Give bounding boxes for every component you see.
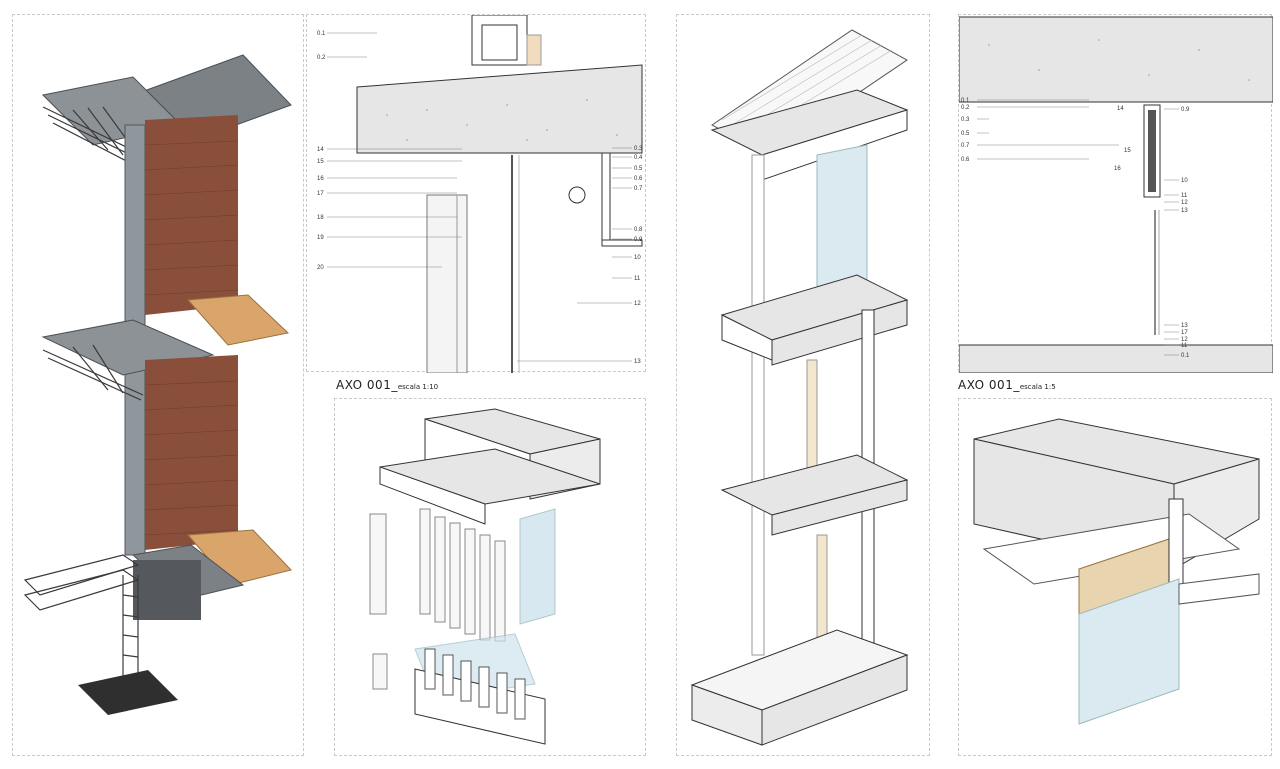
svg-text:17: 17 bbox=[1181, 330, 1188, 336]
facade-render-drawing bbox=[23, 54, 292, 715]
panel-exploded-axo bbox=[334, 398, 646, 756]
svg-text:14: 14 bbox=[317, 147, 324, 153]
svg-text:0.1: 0.1 bbox=[961, 98, 970, 104]
caption-axo-1-10-scale: escala 1:10 bbox=[397, 383, 439, 391]
svg-text:0.7: 0.7 bbox=[961, 143, 970, 149]
svg-text:13: 13 bbox=[1181, 323, 1188, 329]
svg-text:16: 16 bbox=[317, 176, 324, 182]
tall-axo-drawing bbox=[690, 29, 909, 746]
svg-text:11: 11 bbox=[1181, 343, 1188, 349]
svg-text:0.9: 0.9 bbox=[634, 237, 643, 243]
svg-text:11: 11 bbox=[1181, 193, 1188, 199]
svg-text:0.6: 0.6 bbox=[634, 176, 643, 182]
section-1-10-right-labels: 0.3 0.4 0.5 0.6 0.7 0.8 0.9 10 11 12 13 bbox=[634, 146, 643, 365]
panel-facade-render bbox=[12, 14, 304, 756]
section-1-5-left-labels: 0.1 0.2 0.3 0.5 0.7 0.6 bbox=[961, 98, 970, 163]
svg-text:15: 15 bbox=[317, 159, 324, 165]
panel-tall-axo bbox=[676, 14, 930, 756]
svg-text:14: 14 bbox=[1117, 106, 1124, 112]
svg-text:0.9: 0.9 bbox=[1181, 107, 1190, 113]
svg-text:11: 11 bbox=[634, 276, 641, 282]
svg-text:0.2: 0.2 bbox=[961, 105, 970, 111]
svg-text:0.1: 0.1 bbox=[317, 31, 326, 37]
svg-text:19: 19 bbox=[317, 235, 324, 241]
svg-text:20: 20 bbox=[317, 265, 324, 271]
svg-text:12: 12 bbox=[1181, 337, 1188, 343]
foundation-rebar bbox=[23, 554, 140, 683]
svg-text:0.5: 0.5 bbox=[961, 131, 970, 137]
section-1-5-right-labels: 0.9 10 11 12 13 bbox=[1181, 107, 1190, 214]
svg-text:0.8: 0.8 bbox=[634, 227, 643, 233]
svg-text:0.3: 0.3 bbox=[961, 117, 970, 123]
svg-text:13: 13 bbox=[1181, 208, 1188, 214]
section-1-5-drawing: 0.1 0.2 0.3 0.5 0.7 0.6 14 15 16 0.9 10 … bbox=[959, 16, 1273, 373]
panel-section-1-10: 0.1 0.2 14 15 16 17 18 19 20 0.3 0.4 0.5… bbox=[306, 14, 646, 373]
svg-text:0.6: 0.6 bbox=[961, 157, 970, 163]
caption-axo-1-10: AXO 001_escala 1:10 bbox=[336, 378, 438, 392]
svg-text:16: 16 bbox=[1114, 166, 1121, 172]
svg-text:0.5: 0.5 bbox=[634, 166, 643, 172]
section-1-10-left-labels: 0.1 0.2 14 15 16 17 18 19 20 bbox=[317, 31, 326, 271]
svg-text:0.2: 0.2 bbox=[317, 55, 326, 61]
svg-text:0.7: 0.7 bbox=[634, 186, 643, 192]
svg-text:12: 12 bbox=[634, 301, 641, 307]
section-1-5-bottom-labels: 13 17 12 11 0.1 bbox=[1181, 323, 1190, 359]
svg-text:15: 15 bbox=[1124, 148, 1131, 154]
svg-text:10: 10 bbox=[634, 255, 641, 261]
caption-axo-1-5: AXO 001_escala 1:5 bbox=[958, 378, 1056, 392]
svg-text:0.1: 0.1 bbox=[1181, 353, 1190, 359]
section-1-10-drawing: 0.1 0.2 14 15 16 17 18 19 20 0.3 0.4 0.5… bbox=[317, 15, 643, 373]
svg-text:17: 17 bbox=[317, 191, 324, 197]
caption-axo-1-5-scale: escala 1:5 bbox=[1019, 383, 1056, 391]
exploded-axo-drawing bbox=[369, 408, 601, 745]
panel-section-1-5: 0.1 0.2 0.3 0.5 0.7 0.6 14 15 16 0.9 10 … bbox=[958, 14, 1273, 373]
svg-text:0.4: 0.4 bbox=[634, 155, 643, 161]
panel-ceiling-axo bbox=[958, 398, 1272, 756]
section-1-5-mid-labels: 14 15 16 bbox=[1114, 106, 1131, 172]
caption-axo-1-10-title: AXO 001_ bbox=[336, 378, 398, 392]
svg-text:13: 13 bbox=[634, 359, 641, 365]
svg-text:12: 12 bbox=[1181, 200, 1188, 206]
svg-text:0.3: 0.3 bbox=[634, 146, 643, 152]
svg-text:18: 18 bbox=[317, 215, 324, 221]
svg-text:10: 10 bbox=[1181, 178, 1188, 184]
caption-axo-1-5-title: AXO 001_ bbox=[958, 378, 1020, 392]
ceiling-axo-drawing bbox=[973, 418, 1260, 725]
